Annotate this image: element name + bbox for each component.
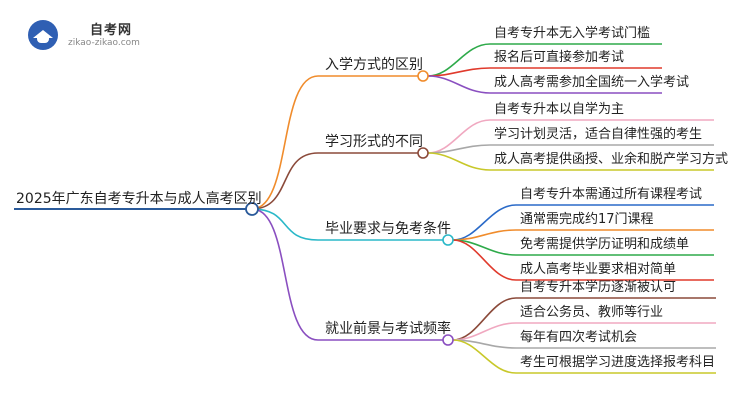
branch-node[interactable] bbox=[442, 234, 454, 246]
leaf-connector bbox=[427, 75, 491, 94]
leaf-label: 成人高考毕业要求相对简单 bbox=[520, 262, 677, 277]
branch-connector bbox=[251, 208, 319, 241]
leaf-label: 学习计划灵活，适合自律性强的考生 bbox=[494, 127, 703, 142]
logo-url: zikao-zikao.com bbox=[68, 38, 140, 48]
leaf-connector bbox=[427, 67, 491, 77]
leaf-label: 通常需完成约17门课程 bbox=[520, 212, 654, 227]
leaf-label: 自考专升本学历逐渐被认可 bbox=[520, 280, 677, 295]
leaf-label: 每年有四次考试机会 bbox=[520, 330, 638, 345]
root-node-label: 2025年广东自考专升本与成人高考区别 bbox=[16, 191, 262, 207]
branch-connector bbox=[251, 152, 319, 210]
logo-name: 自考网 bbox=[90, 23, 133, 38]
leaf-label: 成人高考需参加全国统一入学考试 bbox=[494, 75, 690, 90]
branch-label: 学习形式的不同 bbox=[325, 134, 423, 150]
leaf-label: 免考需提供学历证明和成绩单 bbox=[520, 237, 690, 252]
leaf-label: 成人高考提供函授、业余和脱产学习方式 bbox=[494, 152, 729, 167]
branch-node[interactable] bbox=[417, 70, 429, 82]
leaf-connector bbox=[427, 119, 491, 154]
leaf-label: 自考专升本需通过所有课程考试 bbox=[520, 187, 703, 202]
leaf-connector bbox=[452, 339, 517, 374]
branch-connector bbox=[251, 208, 319, 341]
branch-node[interactable] bbox=[417, 147, 429, 159]
branch-node[interactable] bbox=[442, 334, 454, 346]
branch-connector bbox=[251, 75, 319, 210]
leaf-label: 报名后可直接参加考试 bbox=[494, 50, 625, 65]
root-node[interactable] bbox=[245, 202, 259, 216]
leaf-label: 自考专升本无入学考试门槛 bbox=[494, 26, 651, 41]
graduation-cap-icon bbox=[28, 20, 58, 50]
branch-label: 毕业要求与免考条件 bbox=[325, 221, 451, 237]
branch-label: 就业前景与考试频率 bbox=[325, 321, 451, 337]
leaf-connector bbox=[452, 297, 517, 341]
site-logo[interactable]: 自考网 zikao-zikao.com bbox=[28, 18, 168, 54]
leaf-connector bbox=[452, 239, 517, 281]
leaf-connector bbox=[427, 144, 491, 154]
branch-label: 入学方式的区别 bbox=[325, 57, 423, 73]
leaf-label: 适合公务员、教师等行业 bbox=[520, 305, 664, 320]
leaf-label: 考生可根据学习进度选择报考科目 bbox=[520, 355, 716, 370]
leaf-connector bbox=[427, 152, 491, 171]
leaf-label: 自考专升本以自学为主 bbox=[494, 102, 625, 117]
